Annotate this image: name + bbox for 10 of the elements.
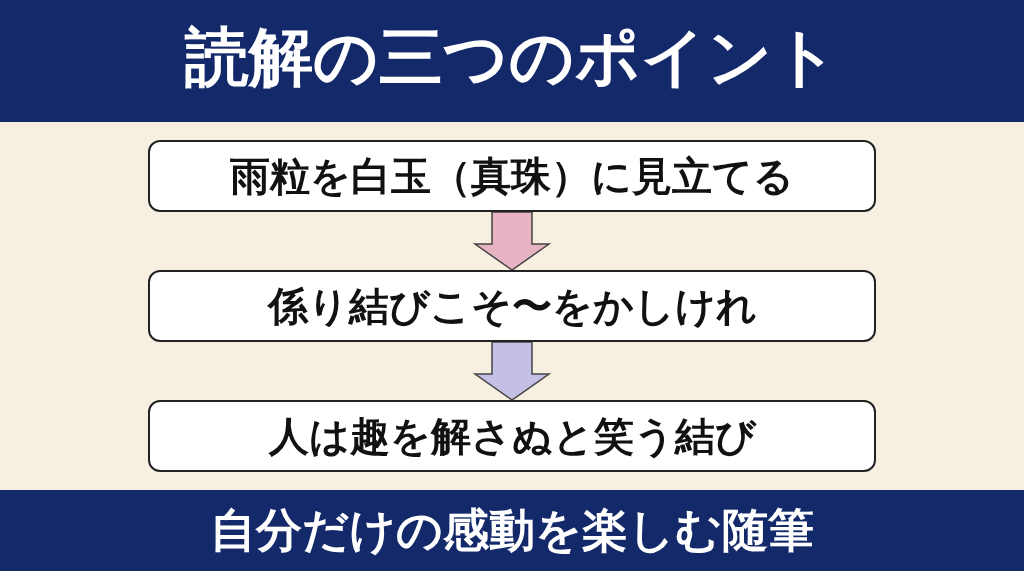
box-text: 雨粒を白玉（真珠）に見立てる (230, 151, 794, 201)
text-box (148, 270, 876, 342)
block-arrow (472, 341, 552, 401)
title: 読解の三つのポイント (185, 19, 839, 96)
text-box (148, 140, 876, 212)
box-text: 係り結びこそ〜をかしけれ (267, 281, 757, 331)
block-arrow (472, 211, 552, 271)
box-text: 人は趣を解さぬと笑う結び (268, 411, 756, 461)
caption: 自分だけの感動を楽しむ随筆 (210, 502, 814, 559)
text-box (148, 400, 876, 472)
